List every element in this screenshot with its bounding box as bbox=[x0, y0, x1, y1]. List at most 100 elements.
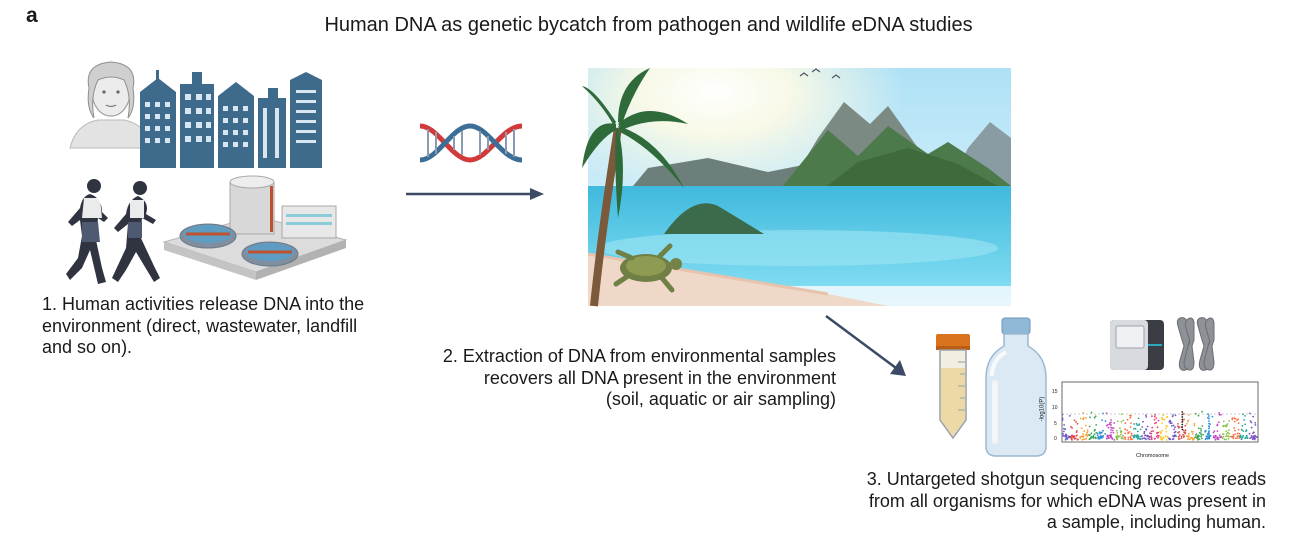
plot-dot bbox=[1233, 420, 1236, 423]
plot-dot bbox=[1240, 435, 1243, 438]
plot-dot bbox=[1062, 433, 1064, 435]
plot-dot bbox=[1188, 435, 1190, 437]
plot-dot bbox=[1143, 432, 1146, 435]
plot-dot bbox=[1242, 430, 1245, 432]
plot-dot bbox=[1239, 434, 1242, 436]
plot-dot bbox=[1222, 435, 1225, 438]
plot-dot bbox=[1211, 415, 1214, 418]
plot-dot bbox=[1145, 428, 1147, 430]
plot-dot bbox=[1115, 430, 1118, 432]
plot-dot bbox=[1171, 425, 1173, 427]
plot-dot bbox=[1133, 435, 1136, 438]
runners-icon bbox=[66, 179, 160, 284]
plot-dot bbox=[1222, 424, 1225, 427]
plot-dot bbox=[1157, 419, 1160, 422]
plot-dot bbox=[1063, 430, 1065, 433]
plot-dot bbox=[1146, 434, 1149, 437]
plot-dot bbox=[1222, 433, 1225, 435]
plot-dot bbox=[1174, 426, 1176, 429]
plot-dot bbox=[1177, 425, 1179, 428]
plot-dot bbox=[1215, 435, 1217, 438]
plot-dot bbox=[1124, 432, 1126, 435]
plot-dot bbox=[1129, 414, 1131, 417]
plot-dot bbox=[1113, 422, 1116, 424]
plot-dot bbox=[1172, 438, 1175, 440]
plot-dot bbox=[1237, 422, 1240, 424]
plot-dot bbox=[1187, 438, 1189, 440]
plot-dot bbox=[1094, 415, 1097, 418]
plot-dot bbox=[1252, 415, 1254, 418]
plot-dot bbox=[1089, 437, 1092, 440]
plot-dot bbox=[1061, 413, 1064, 416]
plot-dot bbox=[1254, 437, 1256, 440]
plot-dot bbox=[1174, 434, 1176, 437]
plot-dot bbox=[1198, 432, 1201, 434]
plot-dot bbox=[1154, 437, 1156, 440]
plot-dot bbox=[1252, 432, 1254, 435]
plot-dot bbox=[1130, 432, 1133, 435]
plot-dot bbox=[1116, 434, 1119, 437]
plot-dot bbox=[1089, 416, 1091, 419]
plot-dot bbox=[1190, 437, 1193, 439]
plot-dot bbox=[1134, 427, 1137, 430]
plot-dot bbox=[1218, 434, 1221, 437]
plot-dot bbox=[1212, 431, 1215, 434]
plot-dot bbox=[1178, 435, 1180, 438]
plot-dot bbox=[1218, 413, 1221, 416]
plot-dot bbox=[1122, 437, 1124, 440]
plot-dot bbox=[1084, 434, 1087, 437]
plot-dot bbox=[1230, 436, 1233, 438]
plot-dot bbox=[1163, 418, 1166, 421]
plot-dot bbox=[1225, 432, 1228, 435]
caption-line: 3. Untargeted shotgun sequencing recover… bbox=[866, 469, 1266, 489]
plot-peak-dot bbox=[1181, 416, 1184, 418]
plot-dot bbox=[1161, 422, 1163, 425]
plot-dot bbox=[1127, 432, 1129, 435]
plot-dot bbox=[1120, 421, 1123, 423]
plot-dot bbox=[1101, 436, 1104, 439]
plot-dot bbox=[1151, 415, 1153, 418]
plot-dot bbox=[1070, 438, 1073, 441]
plot-dot bbox=[1104, 420, 1107, 422]
plot-dot bbox=[1135, 422, 1138, 425]
plot-dot bbox=[1205, 435, 1208, 438]
caption-line: recovers all DNA present in the environm… bbox=[483, 367, 836, 388]
plot-dot bbox=[1102, 412, 1104, 415]
plot-dot bbox=[1075, 431, 1078, 433]
plot-dot bbox=[1133, 434, 1136, 437]
plot-dot bbox=[1201, 437, 1203, 440]
plot-dot bbox=[1220, 435, 1223, 438]
plot-dot bbox=[1068, 436, 1071, 439]
plot-dot bbox=[1102, 435, 1104, 437]
plot-dot bbox=[1245, 435, 1248, 437]
caption-line: and so on). bbox=[42, 337, 133, 357]
plot-peak-dot bbox=[1208, 430, 1210, 432]
plot-dot bbox=[1252, 435, 1255, 438]
plot-peak-dot bbox=[1208, 417, 1210, 420]
plot-dot bbox=[1143, 437, 1146, 439]
plot-dot bbox=[1080, 435, 1083, 438]
plot-dot bbox=[1112, 431, 1115, 434]
plot-dot bbox=[1198, 427, 1200, 430]
plot-dot bbox=[1145, 416, 1148, 418]
plot-dot bbox=[1124, 438, 1127, 441]
plot-y-tick: 5 bbox=[1054, 421, 1057, 427]
plot-dot bbox=[1096, 434, 1099, 437]
plot-dot bbox=[1216, 423, 1219, 426]
plot-peak-dot bbox=[1181, 428, 1184, 431]
plot-dot bbox=[1120, 433, 1122, 436]
plot-dot bbox=[1151, 426, 1154, 429]
plot-dot bbox=[1064, 435, 1067, 438]
plot-dot bbox=[1072, 436, 1075, 439]
plot-dot bbox=[1226, 423, 1229, 425]
plot-dot bbox=[1241, 436, 1244, 439]
plot-dot bbox=[1214, 438, 1217, 441]
plot-dot bbox=[1076, 422, 1079, 425]
plot-dot bbox=[1225, 430, 1228, 432]
plot-dot bbox=[1197, 435, 1200, 437]
plot-dot bbox=[1093, 433, 1096, 435]
plot-dot bbox=[1171, 415, 1174, 418]
plot-dot bbox=[1130, 422, 1132, 424]
plot-dot bbox=[1074, 437, 1077, 440]
plot-peak-dot bbox=[1208, 432, 1210, 435]
